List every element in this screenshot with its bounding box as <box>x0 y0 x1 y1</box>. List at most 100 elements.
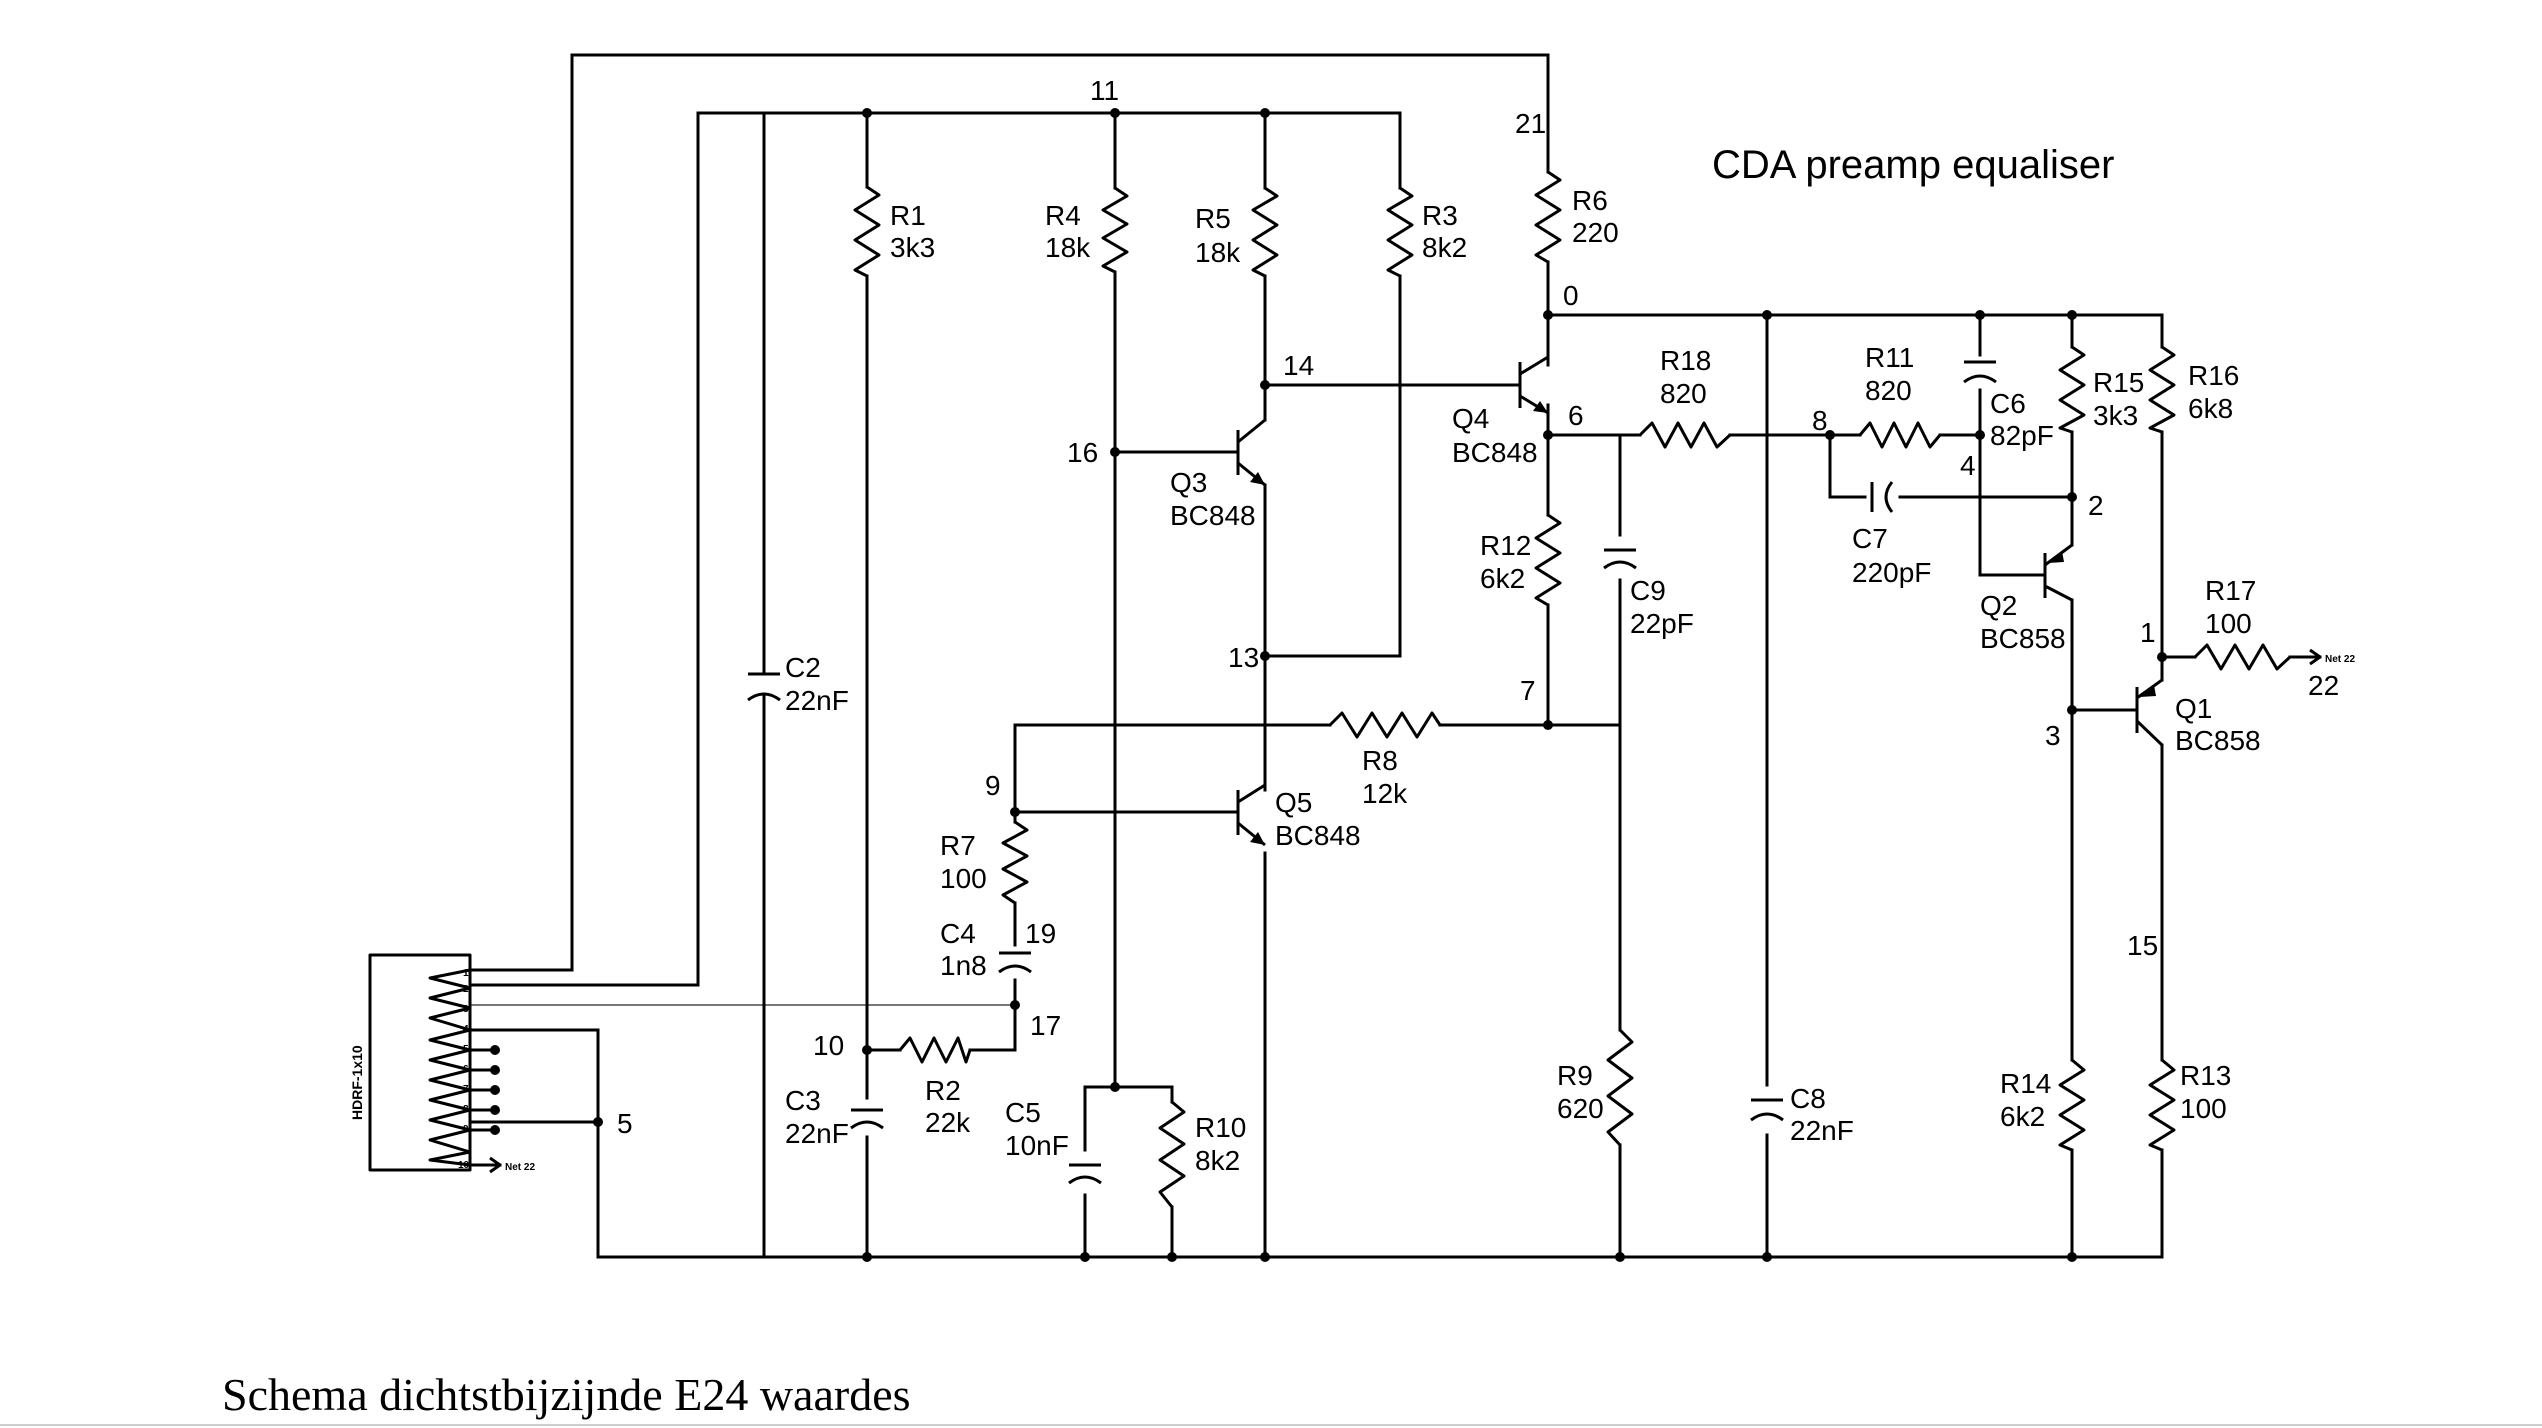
transistor-q3 <box>1230 418 1266 487</box>
diagram-caption: Schema dichtstbijzijnde E24 waardes <box>222 1369 911 1420</box>
capacitor-c9 <box>1603 548 1637 570</box>
c7-value: 220pF <box>1852 557 1931 588</box>
r11-ref: R11 <box>1865 342 1914 373</box>
svg-text:8: 8 <box>463 1104 469 1115</box>
node-4: 4 <box>1960 450 1976 481</box>
transistor-q1 <box>2127 678 2164 747</box>
node-0: 0 <box>1563 280 1579 311</box>
r7-value: 100 <box>940 863 987 894</box>
connector-ref: HDRF-1x10 <box>349 1045 365 1120</box>
transistor-q4 <box>1510 355 1549 415</box>
c6-ref: C6 <box>1990 388 2026 419</box>
resistor-r16 <box>2148 345 2176 434</box>
svg-text:7: 7 <box>463 1084 469 1095</box>
q5-ref: Q5 <box>1275 787 1312 818</box>
capacitor-c2 <box>747 658 781 715</box>
r6-ref: R6 <box>1572 185 1608 216</box>
capacitor-c3 <box>850 1108 884 1130</box>
r16-ref: R16 <box>2188 360 2239 391</box>
node-5: 5 <box>617 1108 633 1139</box>
c5-ref: C5 <box>1005 1097 1041 1128</box>
r10-value: 8k2 <box>1195 1145 1240 1176</box>
node-22: 22 <box>2308 670 2339 701</box>
r3-ref: R3 <box>1422 200 1458 231</box>
node-19: 19 <box>1025 918 1056 949</box>
r6-value: 220 <box>1572 217 1619 248</box>
node-17: 17 <box>1030 1010 1061 1041</box>
r12-ref: R12 <box>1480 530 1531 561</box>
r3-value: 8k2 <box>1422 232 1467 263</box>
capacitor-c5 <box>1068 1163 1102 1185</box>
r7-ref: R7 <box>940 830 976 861</box>
page-divider <box>0 1424 2542 1426</box>
r2-value: 22k <box>925 1107 971 1138</box>
node-1: 1 <box>2140 617 2156 648</box>
svg-text:5: 5 <box>463 1044 469 1055</box>
q1-ref: Q1 <box>2175 693 2212 724</box>
node-11: 11 <box>1090 75 1119 106</box>
r5-ref: R5 <box>1195 203 1231 234</box>
resistor-r7 <box>1001 820 1029 905</box>
r13-value: 100 <box>2180 1093 2227 1124</box>
r9-value: 620 <box>1557 1093 1604 1124</box>
c7-ref: C7 <box>1852 523 1888 554</box>
svg-text:3: 3 <box>463 1004 469 1015</box>
q3-ref: Q3 <box>1170 467 1207 498</box>
r12-value: 6k2 <box>1480 563 1525 594</box>
q3-value: BC848 <box>1170 500 1256 531</box>
svg-text:4: 4 <box>463 1024 469 1035</box>
node-15: 15 <box>2127 930 2158 961</box>
r15-ref: R15 <box>2093 367 2144 398</box>
r8-ref: R8 <box>1362 745 1398 776</box>
node-9: 9 <box>985 770 1001 801</box>
resistor-r1 <box>853 185 881 278</box>
node-6: 6 <box>1568 400 1584 431</box>
c2-ref: C2 <box>785 652 821 683</box>
r1-value: 3k3 <box>890 232 935 263</box>
resistor-r3 <box>1386 186 1414 278</box>
node-7: 7 <box>1520 675 1536 706</box>
node-8: 8 <box>1812 405 1828 436</box>
svg-text:1: 1 <box>463 968 469 979</box>
r11-value: 820 <box>1865 375 1912 406</box>
transistor-q2 <box>2035 543 2073 602</box>
r4-ref: R4 <box>1045 200 1081 231</box>
r18-value: 820 <box>1660 378 1707 409</box>
q2-value: BC858 <box>1980 623 2066 654</box>
svg-text:6: 6 <box>463 1064 469 1075</box>
c3-value: 22nF <box>785 1118 849 1149</box>
capacitor-c8 <box>1750 1098 1784 1122</box>
c3-ref: C3 <box>785 1085 821 1116</box>
capacitor-c7 <box>1870 481 1894 513</box>
resistor-r12 <box>1534 513 1562 607</box>
resistor-r6 <box>1534 170 1562 264</box>
diagram-title: CDA preamp equaliser <box>1712 143 2114 187</box>
connector-hdrf: Net 22 HDRF-1x10 1 2 3 4 5 6 7 8 9 10 <box>349 953 535 1174</box>
c9-value: 22pF <box>1630 608 1694 639</box>
resistor-r9 <box>1606 1028 1634 1147</box>
r13-ref: R13 <box>2180 1060 2231 1091</box>
resistor-r14 <box>2058 1058 2086 1152</box>
c8-ref: C8 <box>1790 1083 1826 1114</box>
node-13: 13 <box>1228 642 1259 673</box>
resistor-r15 <box>2058 345 2086 434</box>
q5-value: BC848 <box>1275 820 1361 851</box>
node-10: 10 <box>813 1030 844 1061</box>
transistors <box>1230 355 2164 847</box>
component-labels: R1 3k3 R4 18k R5 18k R3 8k2 R6 220 R18 8… <box>785 185 2261 1176</box>
resistor-r10 <box>1158 1100 1186 1208</box>
resistor-r17 <box>2193 643 2292 671</box>
node-2: 2 <box>2088 490 2104 521</box>
r17-value: 100 <box>2205 608 2252 639</box>
node-labels: 11 21 0 14 16 6 8 4 2 1 22 3 15 13 7 9 1… <box>617 75 2339 1139</box>
transistor-q5 <box>1230 783 1266 847</box>
r16-value: 6k8 <box>2188 393 2233 424</box>
connector-net-label: Net 22 <box>505 1162 535 1173</box>
r14-ref: R14 <box>2000 1068 2051 1099</box>
svg-text:2: 2 <box>463 984 469 995</box>
r15-value: 3k3 <box>2093 400 2138 431</box>
c8-value: 22nF <box>1790 1115 1854 1146</box>
r9-ref: R9 <box>1557 1060 1593 1091</box>
node-14: 14 <box>1283 350 1314 381</box>
resistor-r13 <box>2148 1058 2176 1152</box>
